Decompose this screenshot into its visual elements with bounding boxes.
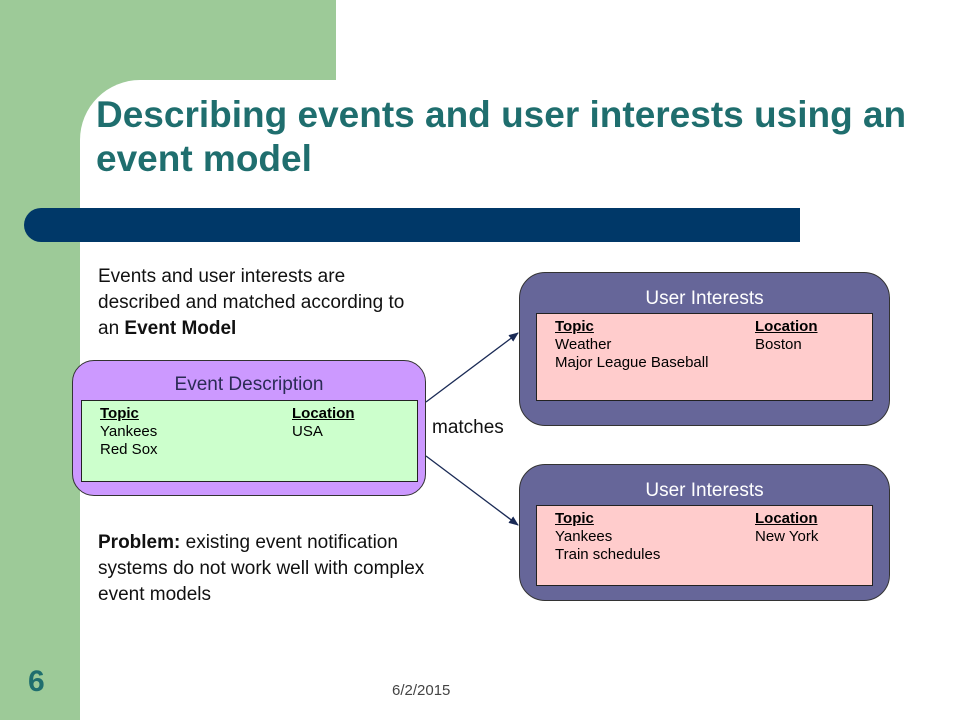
slide-number: 6 [28,665,45,698]
user-interests-table: Topic Weather Major League Baseball Loca… [536,313,873,401]
interest-topic-value: Yankees [555,528,613,545]
interest-topic-header: Topic [555,318,594,335]
match-arrow-upper [425,332,519,403]
slide-date: 6/2/2015 [392,682,451,699]
interest-topic-value: Weather [555,336,612,353]
interest-topic-value: Major League Baseball [555,354,709,371]
event-location-header: Location [292,405,355,422]
title-underline-bar [24,208,800,242]
user-interests-table: Topic Yankees Train schedules Location N… [536,505,873,586]
event-description-panel: Event Description Topic Yankees Red Sox … [72,360,426,496]
interest-location-header: Location [755,318,818,335]
intro-text: Events and user interests are described … [98,266,405,339]
interest-topic-column: Topic Weather Major League Baseball [555,318,708,372]
match-arrow-lower [425,455,519,526]
interest-location-header: Location [755,510,818,527]
user-interests-panel: User Interests Topic Yankees Train sched… [519,464,890,601]
interest-location-value: Boston [755,336,802,353]
problem-bold: Problem: [98,532,181,553]
event-topic-value: Red Sox [100,441,158,458]
slide-title: Describing events and user interests usi… [96,94,907,180]
event-topic-value: Yankees [100,423,158,440]
interest-location-column: Location New York [755,510,818,546]
interest-topic-value: Train schedules [555,546,661,563]
user-interests-title: User Interests [645,480,764,501]
interest-topic-header: Topic [555,510,594,527]
interest-topic-column: Topic Yankees Train schedules [555,510,660,564]
event-location-column: Location USA [292,405,355,441]
interest-location-value: New York [755,528,819,545]
interest-location-column: Location Boston [755,318,818,354]
matches-label: matches [432,417,504,438]
event-location-value: USA [292,423,323,440]
user-interests-title: User Interests [645,288,764,309]
intro-bold: Event Model [124,318,237,339]
problem-text: existing event notification systems do n… [98,532,425,605]
problem-paragraph: Problem: existing event notification sys… [98,530,448,608]
event-description-table: Topic Yankees Red Sox Location USA [81,400,418,482]
intro-paragraph: Events and user interests are described … [98,264,428,342]
event-description-title: Event Description [174,374,324,395]
event-topic-column: Topic Yankees Red Sox [100,405,158,459]
event-topic-header: Topic [100,405,139,422]
user-interests-panel: User Interests Topic Weather Major Leagu… [519,272,890,426]
